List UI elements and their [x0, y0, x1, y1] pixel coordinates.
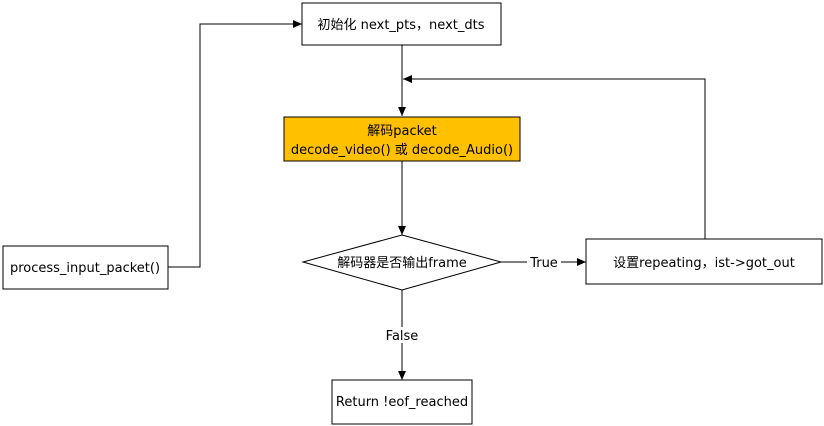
process-node-text: process_input_packet(): [10, 261, 160, 276]
process-node: process_input_packet(): [2, 245, 169, 290]
edge-label-true: True: [527, 254, 561, 271]
init-node-text: 初始化 next_pts，next_dts: [318, 18, 485, 33]
decode-node-line2: decode_video() 或 decode_Audio(): [291, 143, 513, 158]
false-label-text: False: [386, 329, 419, 344]
repeat-node-text: 设置repeating，ist->got_out: [613, 256, 795, 271]
decode-node-line1: 解码packet: [367, 124, 437, 139]
decision-node: 解码器是否输出frame: [301, 234, 503, 291]
repeat-node: 设置repeating，ist->got_out: [585, 238, 823, 285]
return-node: Return !eof_reached: [331, 379, 473, 425]
return-node-text: Return !eof_reached: [336, 395, 468, 410]
true-label-text: True: [529, 256, 558, 271]
init-node: 初始化 next_pts，next_dts: [301, 2, 502, 46]
decision-node-text: 解码器是否输出frame: [337, 255, 467, 271]
decode-node: 解码packet decode_video() 或 decode_Audio(): [283, 116, 521, 162]
edge-label-false: False: [384, 327, 422, 344]
edge-process-to-init: [168, 20, 302, 268]
edge-repeat-loop-back: [403, 75, 706, 239]
